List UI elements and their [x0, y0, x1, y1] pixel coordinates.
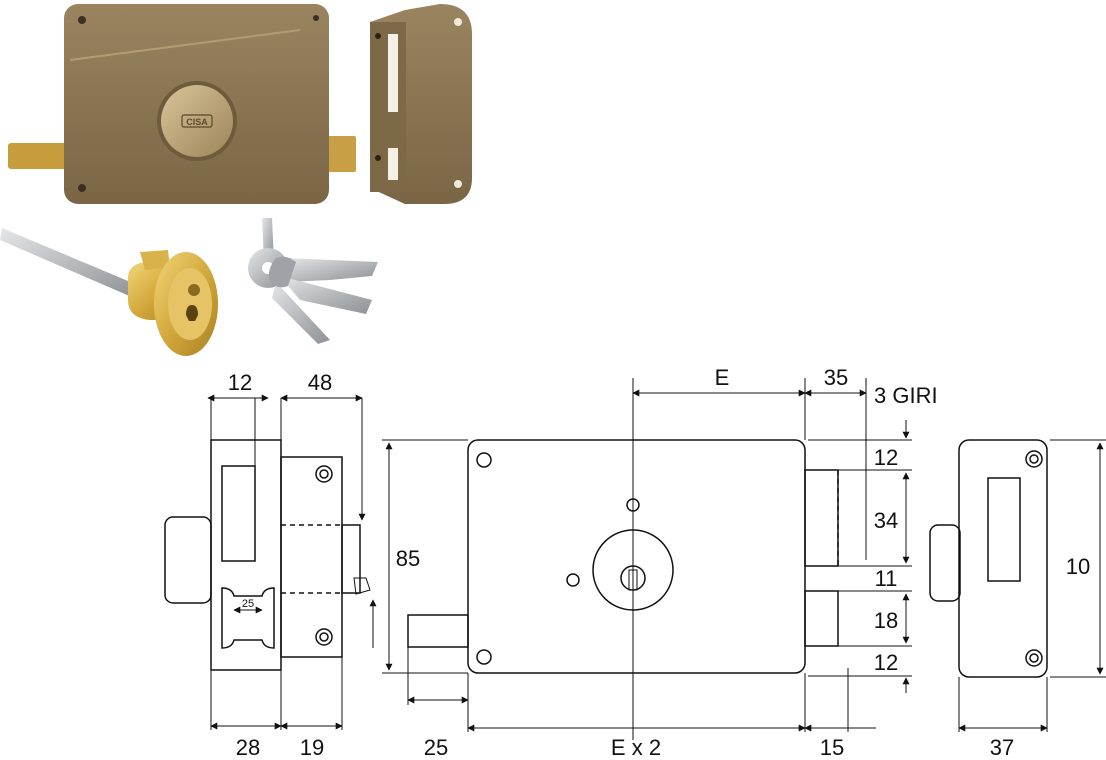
dim-strike-10: 10: [1066, 554, 1090, 579]
strike-plate-photo: [370, 4, 472, 204]
dim-front-25: 25: [424, 735, 448, 760]
dim-side-slot-25: 25: [242, 598, 254, 610]
dim-front-12b: 12: [874, 650, 898, 675]
cylinder-photo: [0, 228, 218, 356]
front-view: [382, 378, 912, 740]
dim-front-Ex2: E x 2: [611, 735, 661, 760]
strike-view: [929, 439, 1106, 732]
dim-side-top-48: 48: [308, 370, 332, 395]
lock-logo-text: CISA: [186, 117, 208, 127]
technical-drawing: [164, 378, 1106, 740]
product-photo: CISA: [0, 4, 472, 356]
dim-front-18: 18: [874, 608, 898, 633]
dim-side-bottom-19: 19: [300, 735, 324, 760]
dim-front-85: 85: [396, 546, 420, 571]
keys-photo: [248, 218, 378, 344]
dim-front-34: 34: [874, 508, 898, 533]
dim-front-E: E: [715, 365, 730, 390]
lock-body-photo: CISA: [8, 4, 356, 204]
dim-front-15: 15: [820, 735, 844, 760]
dim-front-3giri: 3 GIRI: [874, 383, 938, 408]
dim-front-12a: 12: [874, 445, 898, 470]
dim-side-bottom-28: 28: [236, 735, 260, 760]
dim-side-top-12: 12: [228, 370, 252, 395]
side-view: [164, 394, 377, 730]
dim-strike-37: 37: [990, 735, 1014, 760]
dimension-labels: 12 48 25 28 19 E 35 3 GIRI 85 25 E x 2 1…: [228, 365, 1090, 760]
dim-front-35: 35: [824, 365, 848, 390]
dim-front-11: 11: [875, 566, 898, 591]
